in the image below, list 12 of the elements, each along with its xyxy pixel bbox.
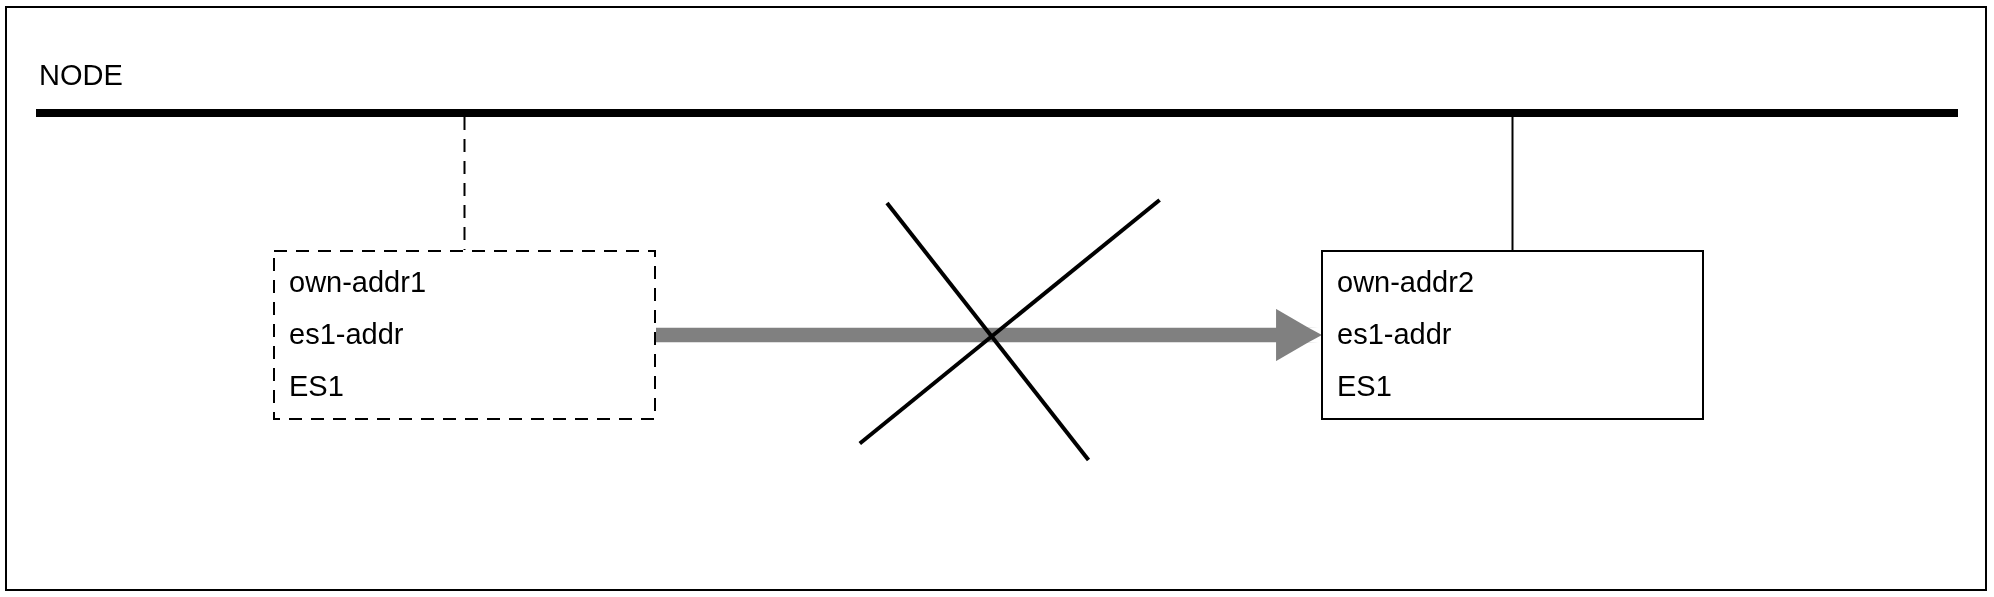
address-label: es1-addr [1337,318,1452,350]
segment-label: ES1 [289,370,344,402]
arrow [656,308,1321,362]
bus-label: NODE [39,59,123,91]
address-label: own-addr2 [1337,266,1475,298]
address-label: es1-addr [289,318,404,350]
address-label: own-addr1 [289,266,427,298]
segment-label: ES1 [1337,370,1392,402]
address-box [273,250,656,420]
connector-line [1511,116,1514,251]
address-box [1321,250,1704,420]
dashed-connector-line [463,116,466,251]
